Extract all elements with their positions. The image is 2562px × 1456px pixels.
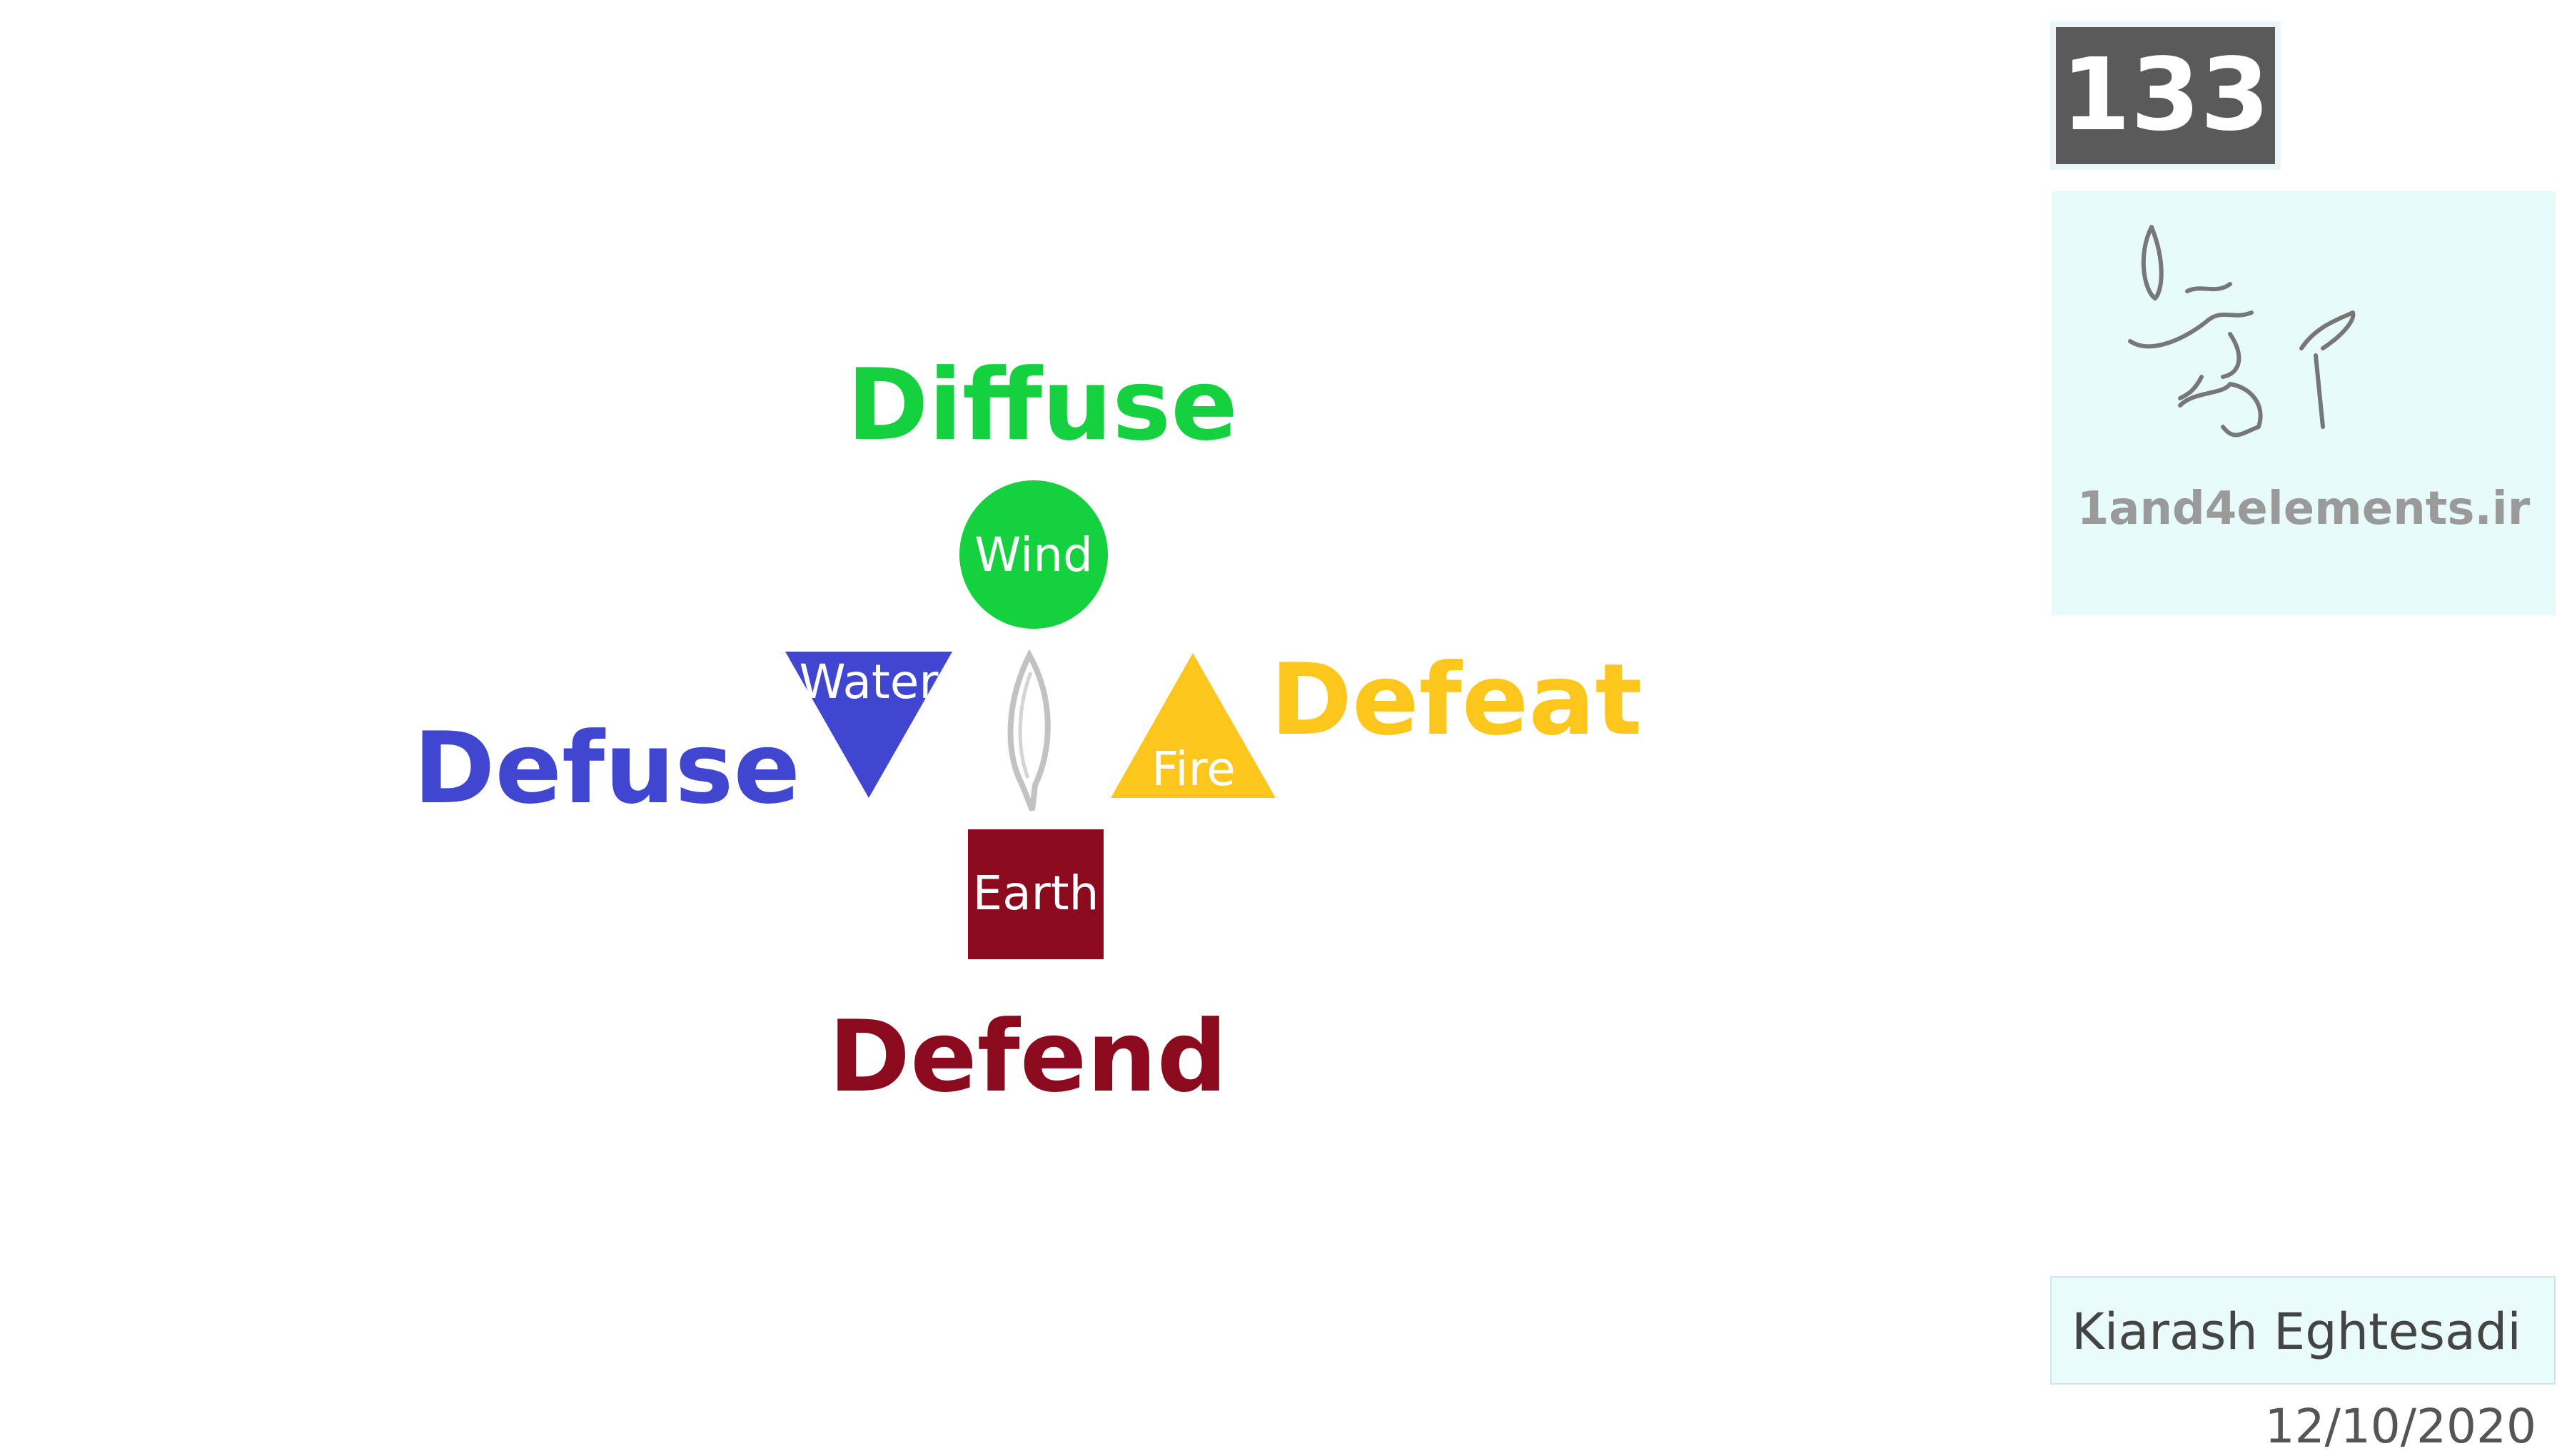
label-earth: Earth (973, 866, 1099, 921)
earth-square-icon (968, 829, 1104, 959)
slide-number-badge: 133 (2050, 21, 2281, 170)
website-label: 1and4elements.ir (2077, 482, 2531, 535)
word-defend: Defend (829, 999, 1228, 1114)
label-wind: Wind (974, 527, 1093, 582)
word-diffuse: Diffuse (847, 348, 1238, 462)
word-defuse: Defuse (413, 711, 800, 826)
word-defeat: Defeat (1271, 642, 1643, 757)
wind-circle-icon (959, 480, 1108, 629)
logo-panel: 1and4elements.ir (2052, 191, 2556, 615)
label-fire: Fire (1151, 742, 1236, 797)
author-name: Kiarash Eghtesadi (2050, 1276, 2556, 1385)
water-inverted-triangle-icon (785, 652, 952, 798)
label-water: Water (799, 654, 939, 709)
flame-outline-icon (1007, 649, 1051, 812)
flame-inner-stroke (1018, 672, 1033, 779)
fire-triangle-icon (1111, 653, 1276, 798)
date-label: 12/10/2020 (2264, 1399, 2536, 1454)
four-elements-diagram: Diffuse Wind Water Defuse Fire Defeat Ea… (413, 348, 1643, 1114)
calligraphy-logo-icon (2128, 225, 2356, 438)
